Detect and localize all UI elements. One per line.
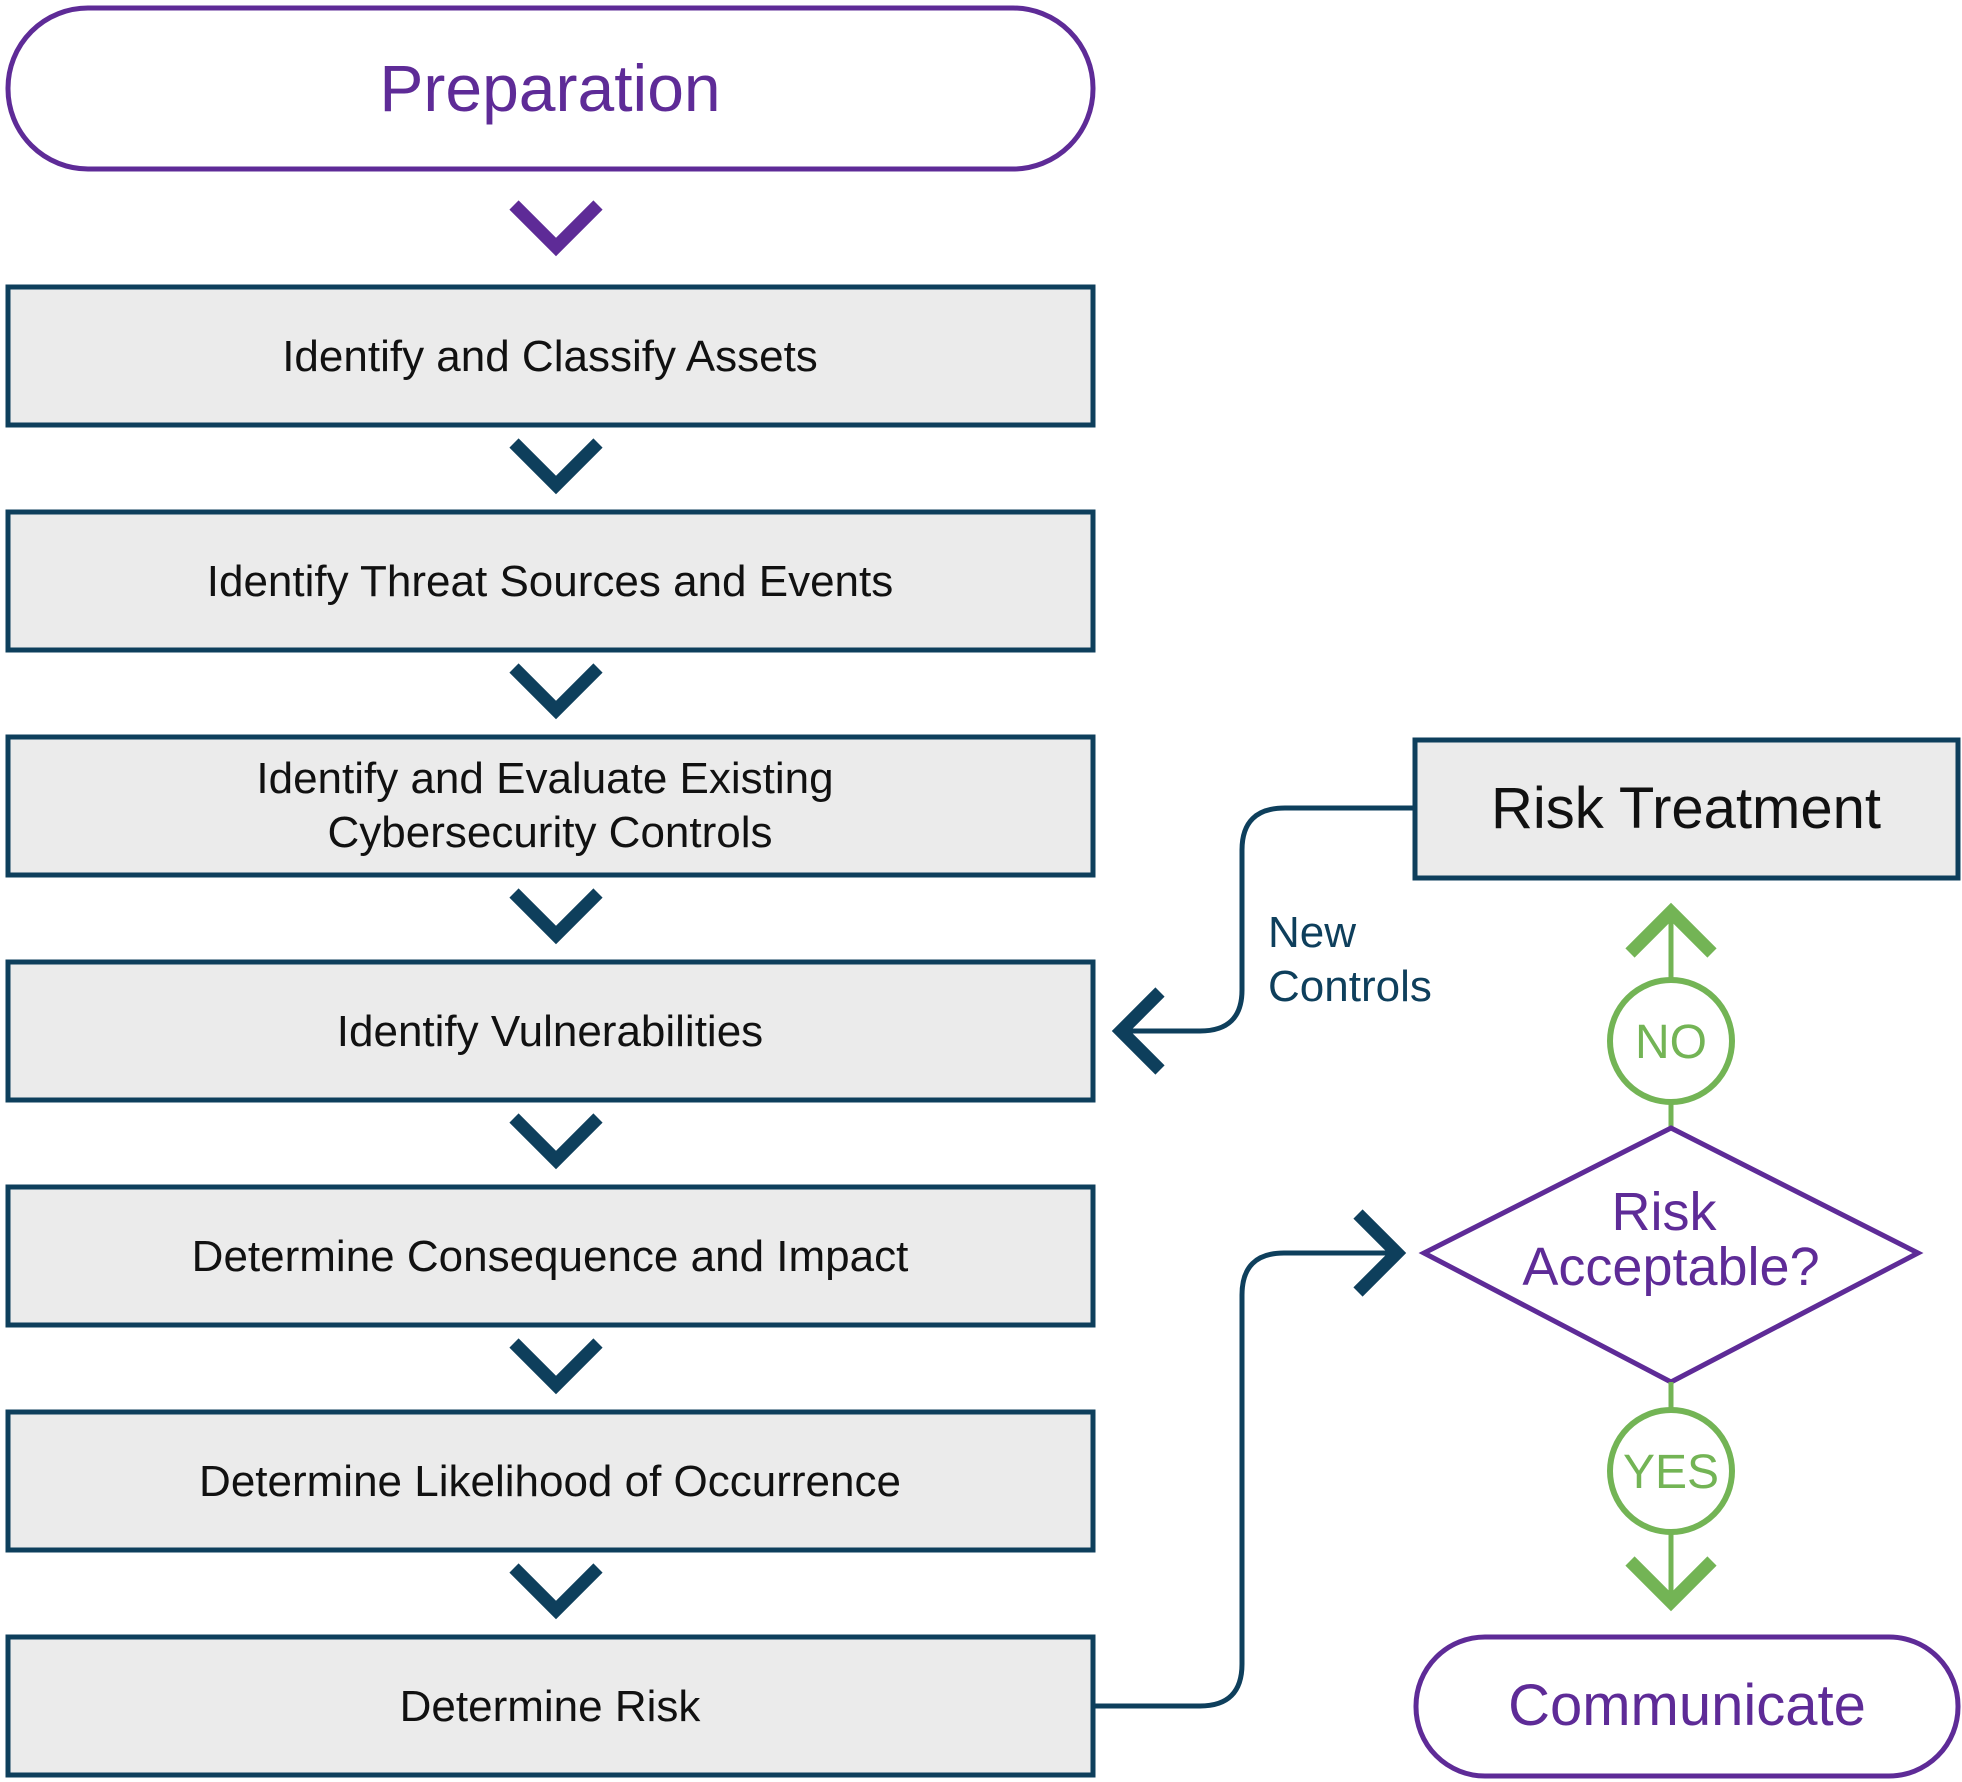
preparation-node: Preparation xyxy=(5,5,1096,172)
decision-label-line-2: Acceptable? xyxy=(1522,1237,1819,1297)
chevron-down-icon xyxy=(509,200,603,257)
step-box xyxy=(5,284,1096,428)
preparation-shape xyxy=(5,5,1096,172)
communicate-shape xyxy=(1413,1634,1961,1779)
chevron-up-icon xyxy=(1625,902,1717,958)
step-label: Identify Vulnerabilities xyxy=(337,1007,763,1056)
step-label: Determine Risk xyxy=(400,1682,702,1731)
step-box xyxy=(5,1409,1096,1553)
new-controls-label-line-2: Controls xyxy=(1268,962,1432,1011)
risk-acceptable-decision: Risk Acceptable? xyxy=(1418,1125,1924,1385)
no-label: NO xyxy=(1635,1016,1707,1069)
new-controls-label-line-1: New xyxy=(1268,908,1356,957)
step-determine-likelihood: Determine Likelihood of Occurrence xyxy=(5,1409,1096,1553)
step-box xyxy=(5,1184,1096,1328)
step-box xyxy=(5,959,1096,1103)
step-box xyxy=(5,734,1096,878)
chevron-down-icon xyxy=(509,1563,603,1620)
step-identify-classify-assets: Identify and Classify Assets xyxy=(5,284,1096,428)
decision-label-line-1: Risk xyxy=(1612,1182,1718,1242)
step-identify-threat-sources: Identify Threat Sources and Events xyxy=(5,509,1096,653)
chevron-down-icon xyxy=(509,1338,603,1395)
step-label: Determine Likelihood of Occurrence xyxy=(199,1457,901,1506)
step-label-line-1: Identify and Evaluate Existing xyxy=(256,754,833,803)
yes-label: YES xyxy=(1623,1446,1719,1499)
step-label-line-2: Cybersecurity Controls xyxy=(327,808,772,857)
new-controls-connector xyxy=(1118,805,1413,1034)
communicate-label: Communicate xyxy=(1508,1673,1866,1738)
step-label: Determine Consequence and Impact xyxy=(192,1232,909,1281)
chevron-down-icon xyxy=(509,438,603,495)
chevron-down-icon xyxy=(509,1113,603,1170)
chevron-down-icon xyxy=(1625,1556,1717,1612)
preparation-label: Preparation xyxy=(379,51,720,125)
communicate-node: Communicate xyxy=(1413,1634,1961,1779)
step-label: Identify and Classify Assets xyxy=(282,332,818,381)
step-identify-vulnerabilities: Identify Vulnerabilities xyxy=(5,959,1096,1103)
risk-treatment-label: Risk Treatment xyxy=(1491,776,1881,841)
step-box xyxy=(5,509,1096,653)
chevron-down-icon xyxy=(509,663,603,720)
step-determine-consequence: Determine Consequence and Impact xyxy=(5,1184,1096,1328)
step-identify-evaluate-controls: Identify and Evaluate Existing Cybersecu… xyxy=(5,734,1096,878)
risk-treatment-node: Risk Treatment xyxy=(1412,737,1961,881)
risk-to-decision-connector xyxy=(1093,1250,1395,1709)
step-label: Identify Threat Sources and Events xyxy=(207,557,893,606)
risk-treatment-box xyxy=(1412,737,1961,881)
step-determine-risk: Determine Risk xyxy=(5,1634,1096,1778)
chevron-down-icon xyxy=(509,888,603,945)
chevron-left-icon xyxy=(1111,987,1165,1075)
chevron-right-icon xyxy=(1353,1209,1407,1297)
